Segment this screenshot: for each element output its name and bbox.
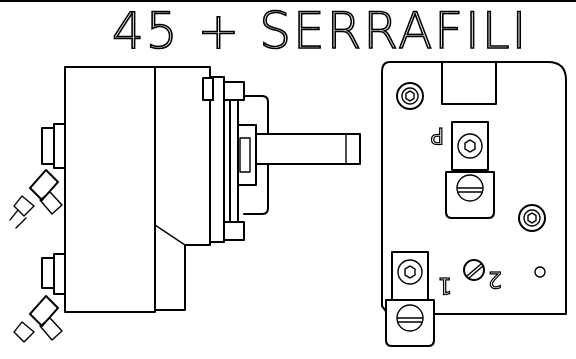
terminal-lug-lower	[29, 295, 59, 327]
mounting-plate	[209, 76, 225, 243]
terminal-wire-upper	[9, 209, 27, 229]
terminal-p-screw	[457, 133, 483, 159]
hex-socket-screw-icon	[464, 139, 476, 153]
bracket-bottom-block	[223, 221, 245, 241]
bracket-top-block	[223, 81, 245, 101]
terminal-base-upper	[53, 123, 66, 169]
terminal-screw-lower	[39, 317, 63, 341]
plate-tab-top	[202, 77, 214, 101]
terminal-stud-upper	[41, 127, 55, 165]
hex-socket-screw-icon	[404, 265, 416, 279]
hex-socket-screw-icon	[518, 204, 546, 232]
reference-hole	[534, 266, 546, 278]
slotted-screw-icon	[396, 304, 424, 332]
terminal-p-clamp	[445, 171, 495, 219]
terminal-1-screw	[397, 259, 423, 285]
bracket-spine	[229, 99, 239, 223]
drawing-title: 45 + SERRAFILI	[112, 2, 528, 60]
bushing-inner	[239, 137, 251, 173]
rotary-switch-side-view	[9, 66, 361, 343]
terminal-tab-lower	[13, 321, 35, 343]
terminal-2-label: 2	[488, 266, 502, 291]
terminal-1-label: 1	[438, 272, 452, 297]
switch-body-front	[154, 66, 211, 311]
slotted-screw-icon	[463, 259, 485, 281]
terminal-stud-lower	[41, 257, 55, 289]
terminal-1-block	[391, 251, 429, 301]
slotted-screw-icon	[456, 174, 484, 202]
terminal-lug-upper	[29, 169, 59, 201]
terminal-1-clamp	[385, 299, 435, 347]
plate-notch	[441, 61, 497, 105]
terminal-p-label: P	[431, 122, 444, 147]
terminal-base-lower	[53, 253, 66, 295]
shaft	[255, 133, 361, 165]
terminal-tab-upper	[13, 195, 35, 217]
switch-body-rear	[64, 66, 156, 313]
hex-socket-screw-icon	[396, 82, 424, 110]
terminal-screw-upper	[39, 191, 63, 215]
body-bevel	[154, 224, 186, 246]
terminal-plate-front-view: P 1 2	[381, 61, 567, 347]
